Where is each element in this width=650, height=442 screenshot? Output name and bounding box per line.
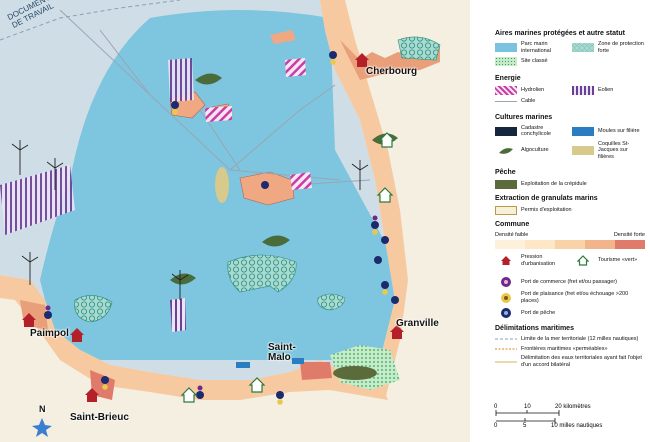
eolien-zone-nw	[0, 165, 75, 235]
legend-extraction: Extraction de granulats marins Permis d'…	[495, 195, 598, 215]
eolien-zone-guernsey	[168, 58, 194, 102]
line-limite-12	[495, 338, 517, 340]
zone-protection-forte-3	[317, 293, 346, 311]
swatch-hydrolien	[495, 86, 517, 95]
line-delimitation	[495, 361, 517, 362]
zone-protection-forte-4	[397, 36, 441, 61]
map-legend: Aires marines protégées et autre statut …	[495, 30, 645, 374]
swatch-permis	[495, 206, 517, 215]
port-markers	[44, 51, 399, 405]
coquilles-zone	[215, 167, 229, 203]
moules-2	[292, 358, 304, 364]
density-scale	[495, 240, 645, 249]
line-frontieres	[495, 348, 517, 350]
pression-house-icon	[495, 255, 517, 266]
swatch-cable	[495, 100, 517, 102]
swatch-crepidule	[495, 180, 517, 189]
map-area: DOCUMENT DE TRAVAIL Cherbourg Granville …	[0, 0, 470, 442]
algoculture-leaf-1	[195, 73, 222, 85]
swatch-coquilles	[572, 145, 594, 155]
submarine-cables	[59, 9, 371, 186]
zone-protection-forte-2	[74, 295, 113, 323]
place-cherbourg: Cherbourg	[366, 66, 418, 77]
island-jersey	[239, 171, 295, 206]
legend-peche: Pêche Exploitation de la crépidule	[495, 169, 587, 189]
eolien-zone-south	[170, 298, 186, 332]
legend-ports: Port de commerce (fret et/ou passager) P…	[495, 276, 645, 319]
legend-aires: Aires marines protégées et autre statut …	[495, 30, 644, 66]
place-saint-brieuc: Saint-Brieuc	[70, 412, 129, 423]
pression-urbanisation-markers	[22, 53, 404, 402]
algoculture-leaf-3	[170, 273, 196, 285]
place-saint-malo: Saint- Malo	[268, 342, 296, 363]
tourisme-house-icon	[572, 255, 594, 266]
swatch-eolien	[572, 86, 594, 95]
swatch-zone-forte	[572, 43, 594, 52]
algoculture-leaf-icon	[495, 146, 517, 155]
island-alderney	[270, 30, 296, 44]
north-label: N	[39, 404, 46, 414]
swatch-cadastre	[495, 126, 517, 136]
land-brittany	[0, 275, 395, 442]
swatch-site-classe	[495, 57, 517, 66]
zone-protection-forte-1	[227, 254, 297, 293]
north-star-icon	[32, 418, 52, 437]
swatch-parc	[495, 43, 517, 52]
hydrolien-zone-2	[205, 106, 232, 122]
algoculture-leaf-2	[262, 235, 290, 247]
anchor-peche-icon	[495, 307, 517, 319]
coastal-density-band-south	[0, 275, 388, 400]
scale-bar-graphic	[495, 410, 560, 424]
territorial-limit-line	[0, 0, 181, 41]
place-granville: Granville	[396, 318, 439, 329]
tourisme-vert-markers	[180, 132, 396, 403]
wind-turbines	[11, 140, 369, 300]
legend-delimitations: Délimitations maritimes Limite de la mer…	[495, 325, 642, 368]
coastal-density-band-east	[320, 0, 408, 442]
place-paimpol: Paimpol	[30, 328, 69, 339]
legend-energie: Energie Hydrolien Eolien Cable	[495, 75, 614, 104]
anchor-plaisance-icon	[495, 292, 517, 304]
hydrolien-zone-1	[285, 58, 306, 77]
saint-malo-urban	[300, 362, 332, 380]
map-canvas	[0, 0, 470, 442]
anchor-commerce-icon	[495, 276, 517, 288]
cherbourg-urban	[340, 40, 440, 80]
swatch-moules	[572, 126, 594, 136]
crepidule-zone	[333, 366, 377, 380]
hydrolien-zone-3	[290, 172, 312, 190]
legend-cultures: Cultures marines Cadastre conchylicole M…	[495, 113, 640, 160]
moules-1	[236, 362, 250, 368]
